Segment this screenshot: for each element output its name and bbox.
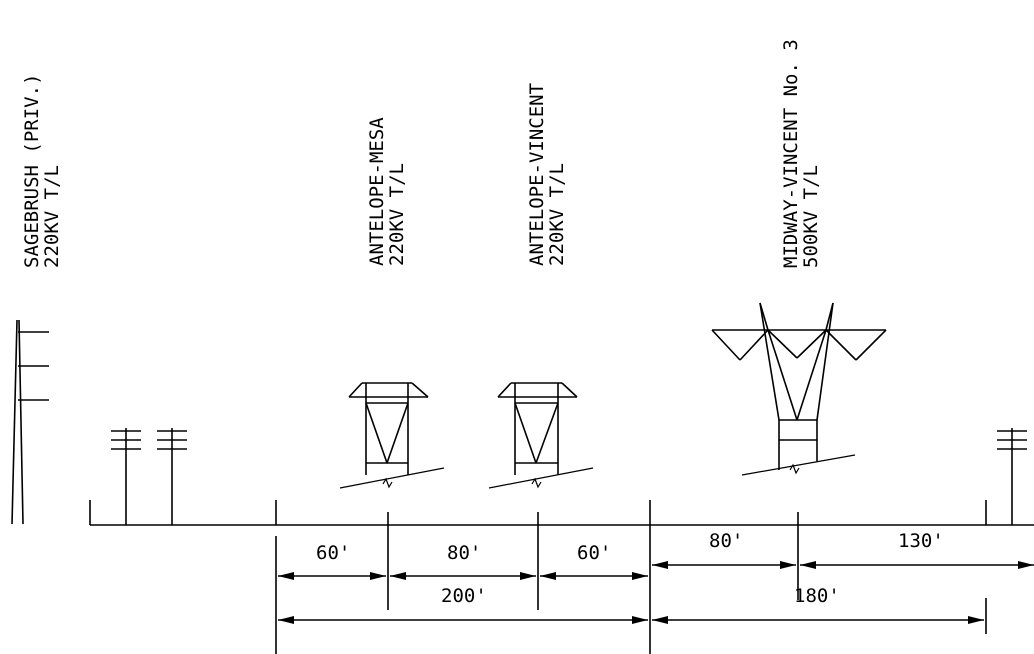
midway-vincent-voltage: 500KV T/L xyxy=(800,165,822,268)
label-sagebrush: SAGEBRUSH (PRIV.) 220KV T/L xyxy=(21,74,63,268)
dimension-d5: 130' xyxy=(898,530,944,552)
distribution-pole-1 xyxy=(111,428,141,525)
label-antelope-mesa: ANTELOPE-MESA 220KV T/L xyxy=(366,117,408,266)
antelope-vincent-voltage: 220KV T/L xyxy=(546,163,568,266)
antelope-mesa-voltage: 220KV T/L xyxy=(386,163,408,266)
antelope-mesa-name: ANTELOPE-MESA xyxy=(366,117,388,266)
dimension-d4: 80' xyxy=(709,530,743,552)
antelope-vincent-name: ANTELOPE-VINCENT xyxy=(526,83,548,266)
dimension-d3: 60' xyxy=(577,542,611,564)
label-antelope-vincent: ANTELOPE-VINCENT 220KV T/L xyxy=(526,83,568,266)
ground-line xyxy=(89,500,1034,526)
sagebrush-name: SAGEBRUSH (PRIV.) xyxy=(21,74,43,268)
distribution-pole-2 xyxy=(157,428,187,525)
distribution-pole-3 xyxy=(997,428,1027,525)
dimension-d2: 80' xyxy=(447,542,481,564)
midway-vincent-tower xyxy=(711,302,887,476)
dimension-total-right: 180' xyxy=(794,585,840,607)
dimension-d1: 60' xyxy=(316,542,350,564)
dimension-labels: 60' 80' 60' 80' 130' 200' 180' xyxy=(316,530,944,607)
antelope-vincent-tower xyxy=(488,382,594,489)
dimension-total-left: 200' xyxy=(441,585,487,607)
sagebrush-pole xyxy=(11,319,49,525)
dimension-lines xyxy=(278,561,1034,624)
extension-lines xyxy=(275,500,987,654)
label-midway-vincent: MIDWAY-VINCENT No. 3 500KV T/L xyxy=(780,39,822,268)
midway-vincent-name: MIDWAY-VINCENT No. 3 xyxy=(780,39,802,268)
sagebrush-voltage: 220KV T/L xyxy=(41,165,63,268)
antelope-mesa-tower xyxy=(339,382,445,489)
